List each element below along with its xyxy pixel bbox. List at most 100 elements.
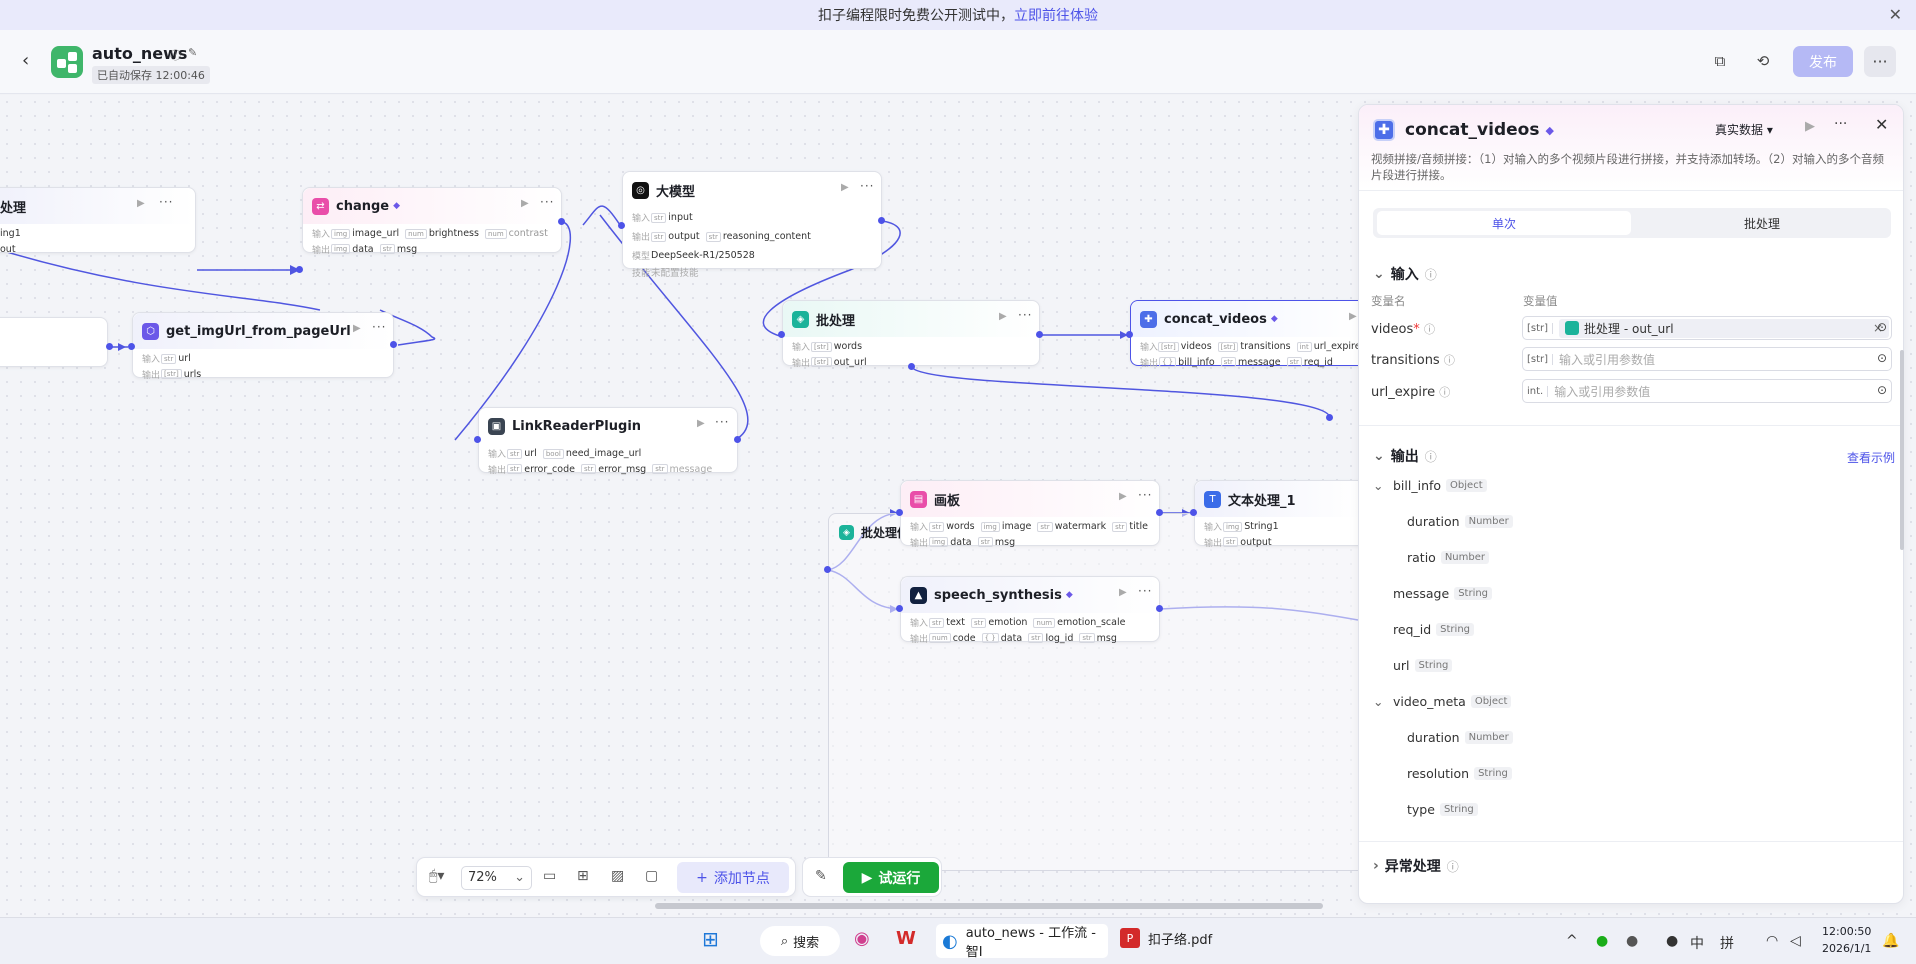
more-icon[interactable]: ··· xyxy=(159,195,174,209)
input-port[interactable] xyxy=(128,343,135,350)
banner-link[interactable]: 立即前往体验 xyxy=(1014,8,1098,24)
transitions-field[interactable]: [str]输入或引用参数值⊙ xyxy=(1522,347,1892,371)
taskbar-edge-tab[interactable]: ◐auto_news - 工作流 -智I xyxy=(936,924,1108,960)
more-icon[interactable]: ··· xyxy=(1018,308,1033,322)
input-port[interactable] xyxy=(896,605,903,612)
test-run-button[interactable]: ▶试运行 xyxy=(843,862,939,893)
comment-icon[interactable]: ▭ xyxy=(543,868,557,884)
run-icon[interactable]: ▶ xyxy=(697,418,705,429)
run-icon[interactable]: ▶ xyxy=(1805,119,1815,134)
chevron-up-icon[interactable]: ^ xyxy=(1566,933,1578,949)
more-icon[interactable]: ··· xyxy=(715,415,730,429)
zoom-select[interactable]: 72%⌄ xyxy=(461,866,532,890)
more-icon[interactable]: ··· xyxy=(1138,488,1153,502)
copy-icon[interactable]: ⧉ xyxy=(1714,52,1726,70)
data-mode-select[interactable]: 真实数据 ▾ xyxy=(1715,123,1773,137)
run-icon[interactable]: ▶ xyxy=(521,198,529,209)
reference-chip[interactable]: 批处理 - out_url× xyxy=(1559,318,1890,338)
close-icon[interactable]: ✕ xyxy=(1875,115,1889,134)
run-icon[interactable]: ▶ xyxy=(1349,311,1357,322)
tab-batch[interactable]: 批处理 xyxy=(1743,216,1780,231)
run-icon[interactable]: ▶ xyxy=(1119,587,1127,598)
output-port[interactable] xyxy=(878,217,885,224)
output-port[interactable] xyxy=(734,436,741,443)
see-example-link[interactable]: 查看示例 xyxy=(1847,451,1896,465)
node-partial[interactable] xyxy=(0,317,108,367)
run-icon[interactable]: ▶ xyxy=(353,323,361,334)
volume-icon[interactable]: ◁ xyxy=(1790,933,1801,949)
variable-ref-icon[interactable]: ⊙ xyxy=(1876,351,1887,365)
output-port[interactable] xyxy=(824,566,831,573)
more-icon[interactable]: ··· xyxy=(540,195,555,209)
remove-icon[interactable]: × xyxy=(1872,321,1884,335)
tray-app-icon[interactable]: ● xyxy=(1666,933,1679,949)
ime-type[interactable]: 拼 xyxy=(1720,936,1734,952)
image-icon[interactable]: ▨ xyxy=(611,868,625,884)
minimap-icon[interactable]: ▢ xyxy=(645,868,659,884)
output-port[interactable] xyxy=(1036,331,1043,338)
videos-field[interactable]: [str] 批处理 - out_url× ⊙ xyxy=(1522,316,1892,340)
notification-icon[interactable]: 🔔 xyxy=(1882,933,1900,949)
run-icon[interactable]: ▶ xyxy=(841,182,849,193)
tab-single[interactable]: 单次 xyxy=(1377,211,1631,235)
input-port[interactable] xyxy=(618,222,625,229)
input-port[interactable] xyxy=(778,331,785,338)
panel-scrollbar[interactable] xyxy=(1900,350,1904,550)
more-icon[interactable]: ··· xyxy=(1138,584,1153,598)
wps-icon[interactable]: W xyxy=(896,928,916,949)
more-icon[interactable]: ··· xyxy=(372,320,387,334)
node-concat-videos[interactable]: ✚concat_videos◆ ▶ 输入 [str]videos [str]tr… xyxy=(1130,300,1360,368)
edit-icon[interactable]: ✎ xyxy=(188,46,198,59)
mouse-mode-icon[interactable]: 🖱▾ xyxy=(429,868,445,884)
info-icon[interactable]: ⓘ xyxy=(170,49,181,62)
input-port[interactable] xyxy=(1190,509,1197,516)
output-port[interactable] xyxy=(558,218,565,225)
chevron-down-icon[interactable]: ⌄ xyxy=(1373,478,1384,493)
input-port[interactable] xyxy=(1126,331,1133,338)
output-port[interactable] xyxy=(908,363,915,370)
node-batch[interactable]: ◈批处理 ▶ ··· 输入[str]words 输出[str]out_url xyxy=(782,300,1040,368)
layout-icon[interactable]: ⊞ xyxy=(577,868,589,884)
output-port[interactable] xyxy=(1156,509,1163,516)
horizontal-scrollbar[interactable] xyxy=(655,903,1323,909)
clock-time[interactable]: 12:00:50 xyxy=(1822,925,1872,938)
output-port[interactable] xyxy=(1156,605,1163,612)
input-port[interactable] xyxy=(896,509,903,516)
close-icon[interactable]: ✕ xyxy=(1888,5,1902,24)
more-icon[interactable]: ··· xyxy=(1834,116,1848,132)
add-node-button[interactable]: +添加节点 xyxy=(677,862,789,893)
windows-start-icon[interactable]: ⊞ xyxy=(702,927,719,951)
wechat-icon[interactable]: ● xyxy=(1596,933,1609,949)
chevron-down-icon[interactable]: ⌄ xyxy=(1373,448,1385,464)
output-port[interactable] xyxy=(106,343,113,350)
history-icon[interactable]: ⟲ xyxy=(1756,52,1770,70)
input-port[interactable] xyxy=(1326,414,1333,421)
run-icon[interactable]: ▶ xyxy=(137,198,145,209)
run-icon[interactable]: ▶ xyxy=(1119,491,1127,502)
batch-body-group[interactable]: ◈批处理体ⓘ xyxy=(828,513,1388,871)
chevron-down-icon[interactable]: ⌄ xyxy=(1373,266,1385,282)
chevron-right-icon[interactable]: › xyxy=(1373,858,1379,874)
clock-date[interactable]: 2026/1/1 xyxy=(1822,942,1872,955)
run-icon[interactable]: ▶ xyxy=(999,311,1007,322)
input-port[interactable] xyxy=(296,266,303,273)
output-port[interactable] xyxy=(390,341,397,348)
variable-ref-icon[interactable]: ⊙ xyxy=(1876,320,1887,334)
node-process[interactable]: 处理 ▶ ··· ing1 out xyxy=(0,187,196,255)
network-status-icon[interactable]: ● xyxy=(1626,933,1639,949)
wifi-icon[interactable]: ◠ xyxy=(1766,933,1779,949)
ime-mode[interactable]: 中 xyxy=(1690,936,1704,952)
app-icon[interactable]: ◉ xyxy=(854,928,870,949)
more-icon[interactable]: ··· xyxy=(860,179,875,193)
chevron-down-icon[interactable]: ⌄ xyxy=(1373,694,1384,709)
more-icon[interactable]: ··· xyxy=(1864,46,1896,77)
variable-ref-icon[interactable]: ⊙ xyxy=(1876,383,1887,397)
taskbar-search[interactable]: ⌕搜索 xyxy=(760,926,840,956)
